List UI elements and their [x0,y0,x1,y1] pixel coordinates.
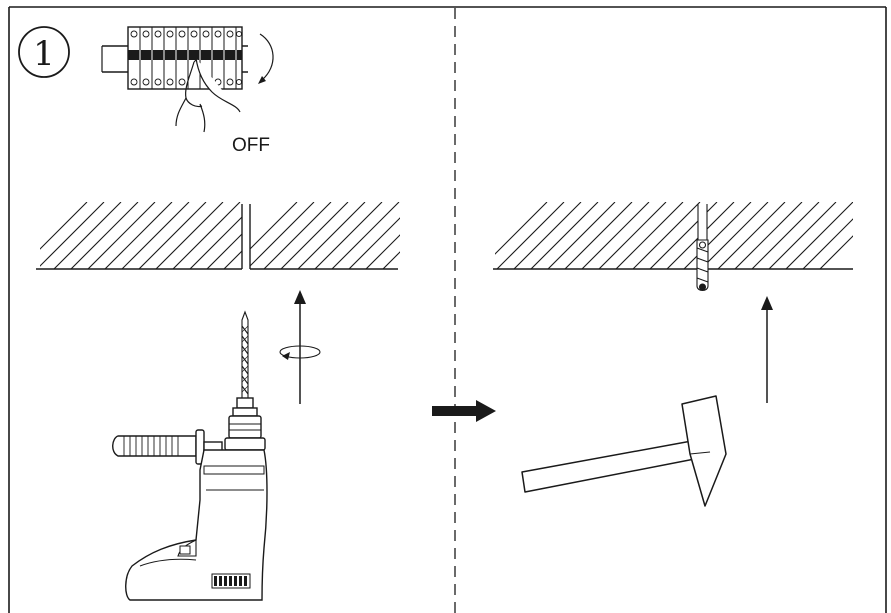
next-step-arrow-icon [432,400,496,422]
wall-anchor-icon [696,204,709,292]
panel-frame [8,6,887,613]
ceiling-hatched-right [493,202,853,270]
power-drill-icon [112,397,268,601]
off-label: OFF [232,135,270,156]
up-arrow-icon [294,290,306,404]
step-badge: 1 [18,26,70,78]
up-arrow-icon-right [761,296,773,403]
ceiling-hatched-left [36,202,400,270]
hammer-icon [521,395,727,507]
circuit-breaker-icon [101,26,274,133]
step-number: 1 [33,34,55,74]
drill-bit-icon [241,310,249,399]
